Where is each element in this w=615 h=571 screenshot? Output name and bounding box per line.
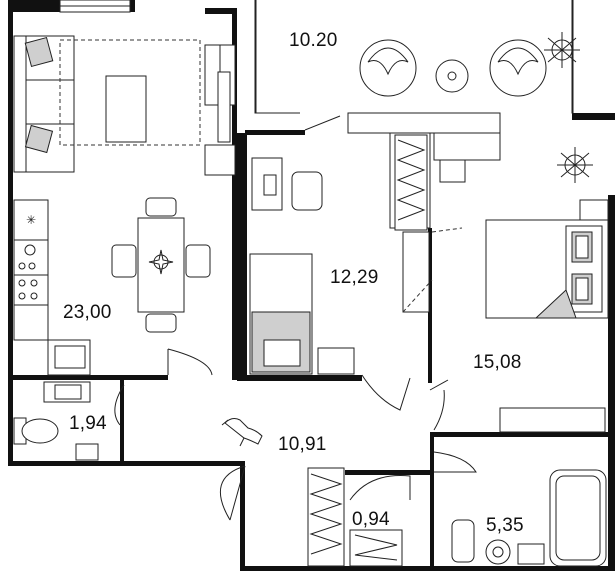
closet-furniture [349,475,411,567]
area-label-balcony: 10.20 [289,30,338,51]
hallway-decor [220,418,477,567]
area-label-bedroom: 15,08 [473,352,522,373]
bathroom-furniture [451,469,607,567]
plant-icon [557,147,593,183]
area-label-closet: 0,94 [352,509,390,530]
cat-icon [221,418,263,447]
bedroom-furniture [429,132,609,431]
area-label-hallway: 10,91 [278,434,327,455]
area-label-bathroom: 5,35 [486,515,524,536]
area-label-toilet: 1,94 [69,413,107,434]
plant-icon [544,32,580,68]
study-furniture [249,134,463,411]
area-label-study: 12,29 [330,267,379,288]
balcony-furniture [304,32,580,131]
area-label-living-kitchen: 23,00 [63,302,112,323]
living-furniture: ✳ [13,35,231,376]
toilet-furniture [13,381,125,461]
svg-text:✳: ✳ [26,213,36,227]
